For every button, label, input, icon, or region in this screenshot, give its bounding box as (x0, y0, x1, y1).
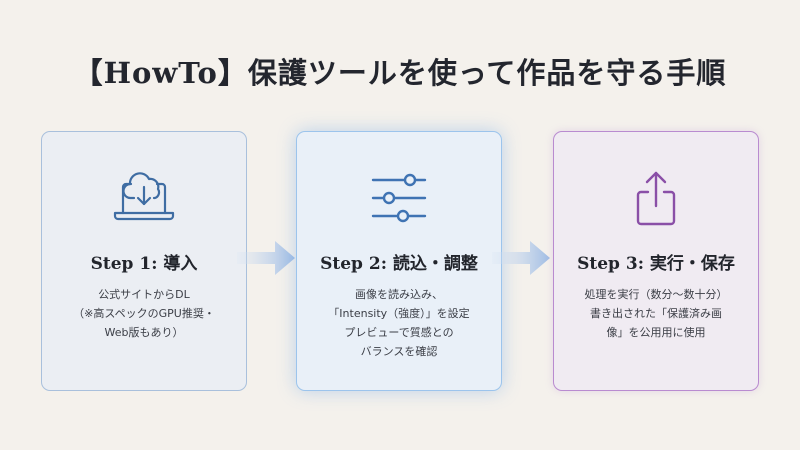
sliders-icon (297, 167, 501, 229)
step-1-title: Step 1: 導入 (90, 254, 198, 274)
laptop-cloud-download-icon (42, 167, 246, 229)
step-3-title: Step 3: 実行・保存 (577, 254, 735, 274)
arrow-right-icon (237, 238, 297, 278)
step-2-description: 画像を読み込み、 「Intensity（強度）」を設定 プレビューで質感との バ… (328, 288, 470, 358)
step-2-title: Step 2: 読込・調整 (320, 254, 478, 274)
share-upload-icon (554, 167, 758, 229)
arrow-right-icon (492, 238, 552, 278)
step-3-card: Step 3: 実行・保存 処理を実行（数分〜数十分） 書き出された「保護済み画… (553, 131, 759, 391)
step-3-description: 処理を実行（数分〜数十分） 書き出された「保護済み画 像」を公用用に使用 (584, 288, 728, 339)
step-1-card: Step 1: 導入 公式サイトからDL （※高スペックのGPU推奨・ Web版… (41, 131, 247, 391)
step-1-description: 公式サイトからDL （※高スペックのGPU推奨・ Web版もあり） (73, 288, 215, 339)
page-title: 【HowTo】保護ツールを使って作品を守る手順 (73, 56, 727, 90)
step-2-card: Step 2: 読込・調整 画像を読み込み、 「Intensity（強度）」を設… (296, 131, 502, 391)
